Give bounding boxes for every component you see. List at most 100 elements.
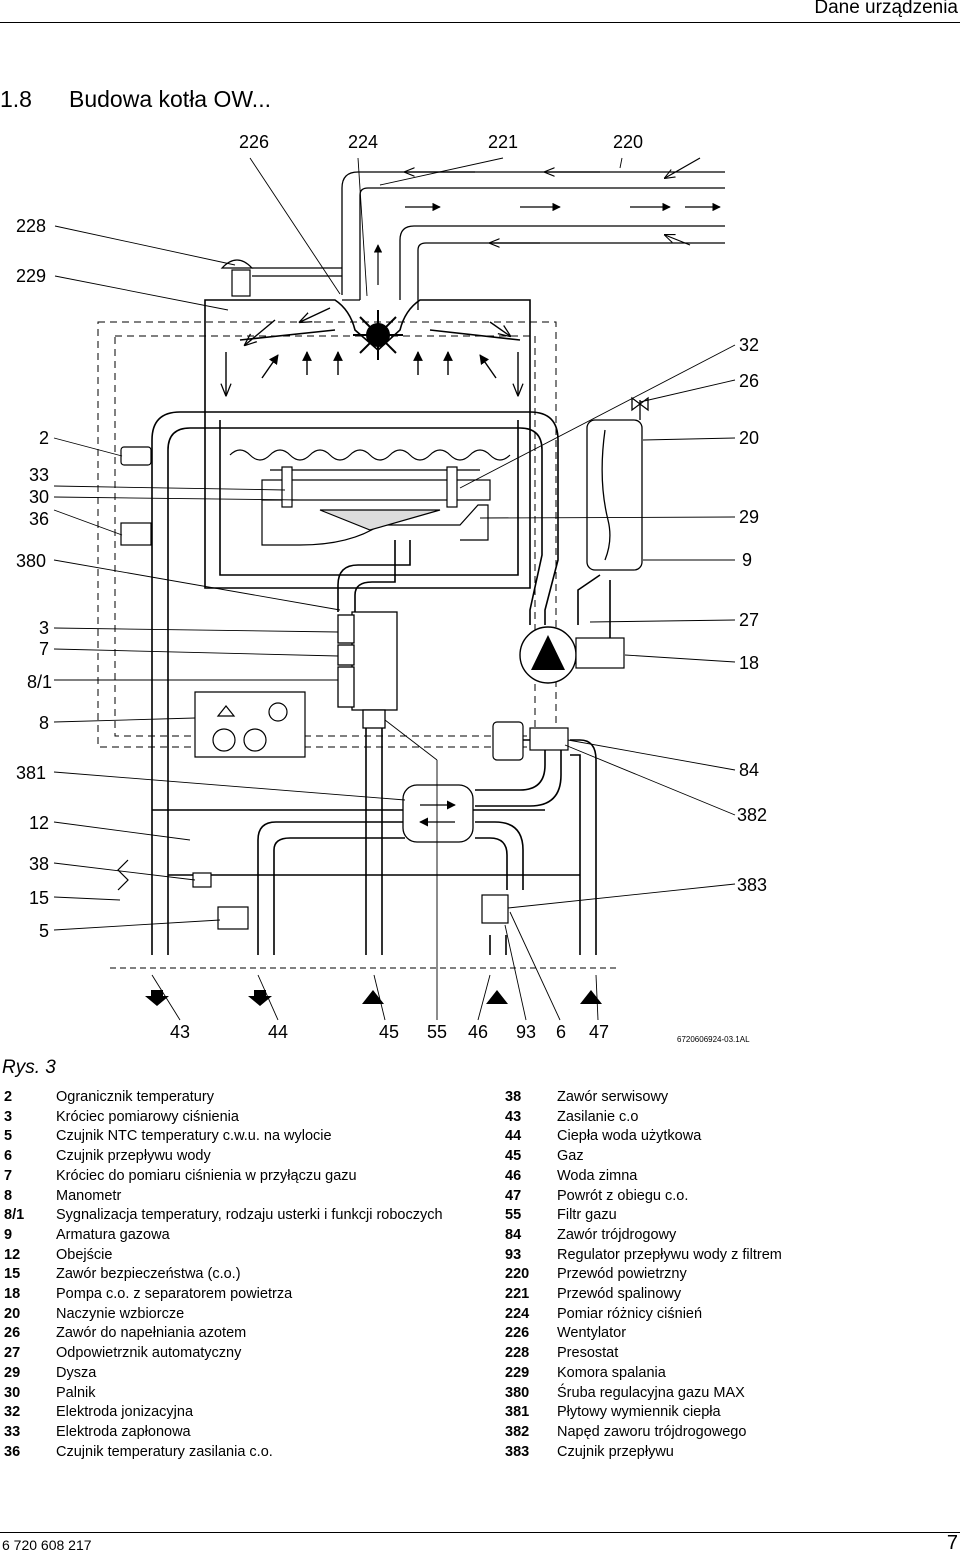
legend-item: 46 Woda zimna: [505, 1167, 960, 1187]
legend-key: 8: [4, 1187, 13, 1204]
label-380: 380: [16, 551, 46, 571]
legend-desc: Gaz: [557, 1148, 584, 1165]
label-27: 27: [739, 610, 759, 630]
legend-desc: Zawór do napełniania azotem: [56, 1325, 247, 1342]
label-229: 229: [16, 266, 46, 286]
label-381: 381: [16, 763, 46, 783]
legend-desc: Armatura gazowa: [56, 1226, 170, 1243]
label-382: 382: [737, 805, 767, 825]
expansion-vessel: [586, 396, 649, 571]
legend-desc: Płytowy wymiennik ciepła: [557, 1404, 721, 1421]
legend-key: 55: [505, 1207, 522, 1224]
legend-key: 382: [505, 1423, 530, 1440]
chamber-arrows: [226, 307, 518, 395]
combustion-chamber: [204, 299, 531, 589]
legend-desc: Zawór bezpieczeństwa (c.o.): [56, 1266, 241, 1283]
legend-key: 93: [505, 1246, 522, 1263]
boiler-diagram: 226 224 221 220 228 229 2 33 30 36 380 3…: [16, 132, 767, 1044]
legend-item: 381 Płytowy wymiennik ciepła: [505, 1403, 960, 1423]
labels-right: 32 26 20 29 9 27 18 84 382 383: [737, 335, 767, 895]
legend-key: 8/1: [4, 1207, 25, 1224]
label-7: 7: [39, 639, 49, 659]
control-panel: [194, 691, 306, 758]
legend-key: 18: [4, 1286, 21, 1303]
header-rule: [0, 22, 960, 23]
legend-key: 381: [505, 1404, 530, 1421]
label-47: 47: [589, 1022, 609, 1042]
legend-key: 9: [4, 1226, 13, 1243]
legend-key: 229: [505, 1364, 530, 1381]
fan-icon: [353, 310, 403, 360]
label-226: 226: [239, 132, 269, 152]
legend-desc: Naczynie wzbiorcze: [56, 1305, 185, 1322]
legend-key: 6: [4, 1148, 13, 1165]
legend-desc: Zasilanie c.o: [557, 1108, 639, 1125]
legend-key: 226: [505, 1325, 530, 1342]
legend-desc: Manometr: [56, 1187, 122, 1204]
legend-key: 26: [4, 1325, 21, 1342]
label-93: 93: [516, 1022, 536, 1042]
labels-top: 226 224 221 220: [239, 132, 643, 152]
legend-key: 33: [4, 1423, 21, 1440]
legend-key: 7: [4, 1167, 13, 1184]
label-5: 5: [39, 921, 49, 941]
legend-item: 55 Filtr gazu: [505, 1206, 960, 1226]
section-number: 1.8: [0, 86, 32, 112]
legend-desc: Filtr gazu: [557, 1207, 617, 1224]
plate-heat-exchanger: [402, 784, 474, 843]
legend-desc: Komora spalania: [557, 1364, 666, 1381]
label-55: 55: [427, 1022, 447, 1042]
label-46: 46: [468, 1022, 488, 1042]
label-33: 33: [29, 465, 49, 485]
legend-desc: Zawór serwisowy: [557, 1089, 669, 1105]
legend-item: 20 Naczynie wzbiorcze: [4, 1305, 464, 1325]
document-number: 6 720 608 217: [2, 1537, 92, 1553]
legend-item: 7 Króciec do pomiaru ciśnienia w przyłącz…: [4, 1167, 464, 1187]
legend-desc: Odpowietrznik automatyczny: [56, 1345, 242, 1362]
legend-key: 45: [505, 1148, 522, 1165]
legend-item: 8/1 Sygnalizacja temperatury, rodzaju ust…: [4, 1206, 464, 1226]
page-number: 7: [946, 1532, 958, 1554]
legend-desc: Regulator przepływu wody z filtrem: [557, 1246, 782, 1263]
legend-item: 2 Ogranicznik temperatury: [4, 1088, 464, 1108]
label-228: 228: [16, 216, 46, 236]
legend-desc: Króciec do pomiaru ciśnienia w przyłączu…: [56, 1167, 357, 1184]
legend-desc: Ogranicznik temperatury: [56, 1089, 214, 1105]
presostat: [220, 259, 342, 297]
legend-key: 15: [4, 1266, 21, 1283]
pump: [519, 626, 625, 684]
legend-key: 46: [505, 1167, 522, 1184]
label-220: 220: [613, 132, 643, 152]
legend-key: 220: [505, 1266, 530, 1283]
legend-desc: Przewód powietrzny: [557, 1266, 687, 1283]
legend-desc: Sygnalizacja temperatury, rodzaju usterk…: [56, 1207, 443, 1224]
legend-key: 44: [505, 1128, 522, 1145]
legend-key: 20: [4, 1305, 21, 1322]
label-18: 18: [739, 653, 759, 673]
legend-desc: Czujnik temperatury zasilania c.o.: [56, 1443, 273, 1460]
legend-key: 2: [4, 1089, 13, 1105]
three-way-valve: [492, 721, 569, 761]
label-84: 84: [739, 760, 759, 780]
label-44: 44: [268, 1022, 288, 1042]
labels-bottom: 43 44 45 55 46 93 6 47: [170, 1022, 609, 1042]
legend-desc: Króciec pomiarowy ciśnienia: [56, 1108, 239, 1125]
legend-desc: Palnik: [56, 1384, 96, 1401]
legend-item: 8 Manometr: [4, 1187, 464, 1207]
labels-left: 228 229 2 33 30 36 380 3 7 8/1 8 381 12 …: [16, 216, 52, 941]
legend-key: 221: [505, 1286, 530, 1303]
legend-desc: Woda zimna: [557, 1167, 638, 1184]
